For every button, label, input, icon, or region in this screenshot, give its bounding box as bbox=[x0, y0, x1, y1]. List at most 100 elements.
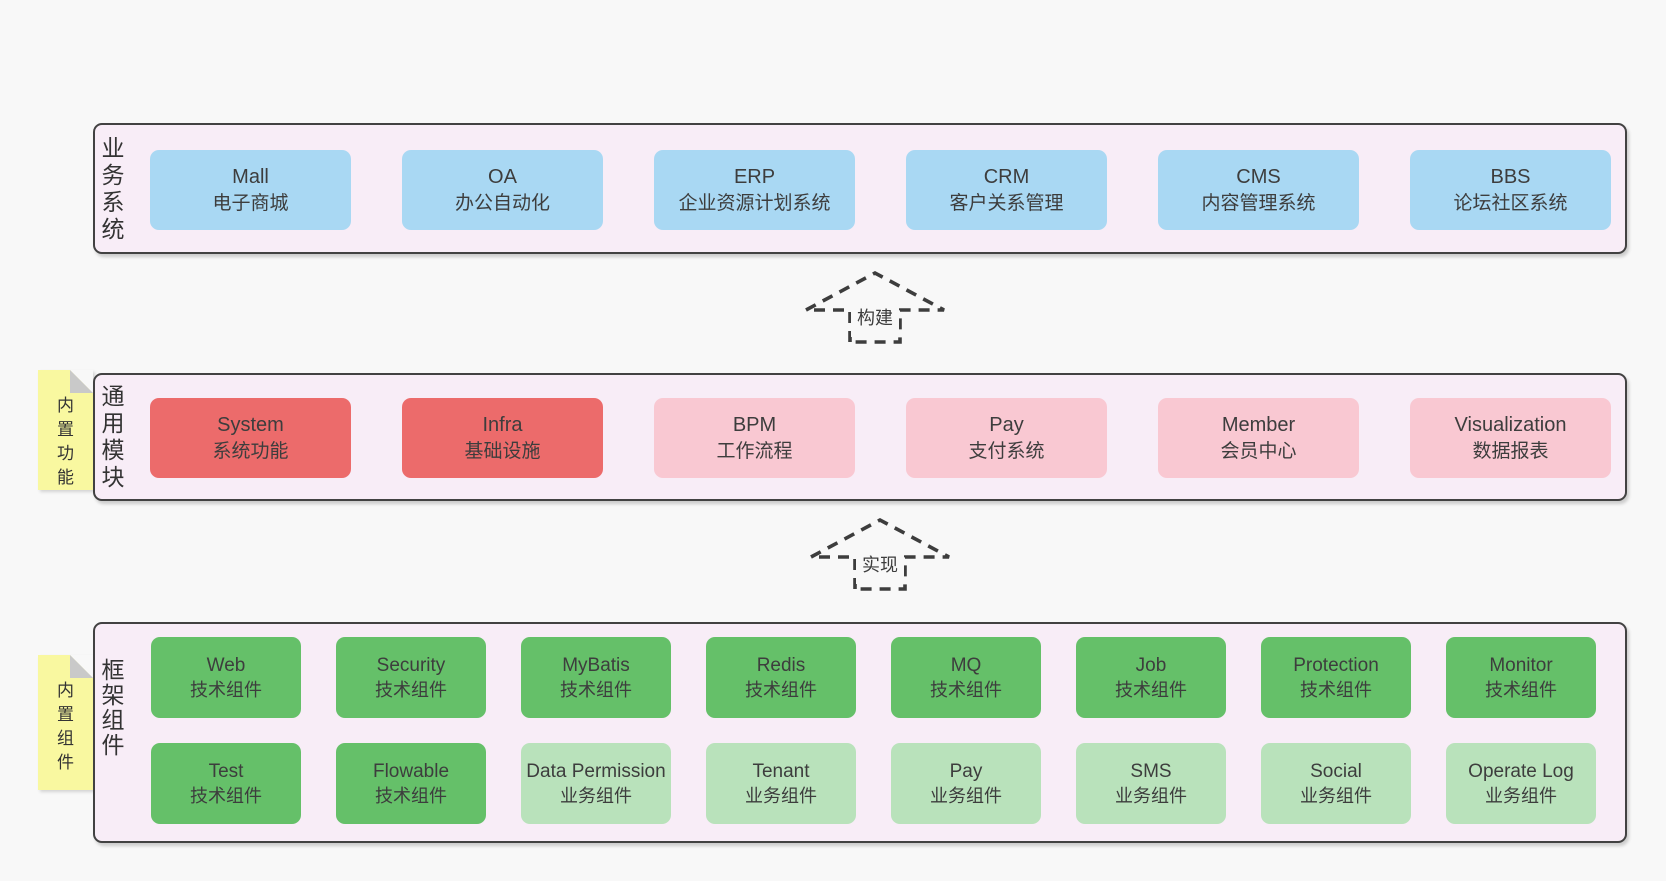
sticky-note-label: 内置组件 bbox=[57, 681, 74, 772]
node-title: Redis bbox=[756, 654, 806, 676]
component-node-security: Security 技术组件 bbox=[336, 637, 486, 718]
component-node-monitor: Monitor 技术组件 bbox=[1446, 637, 1596, 718]
common-modules-row: System 系统功能 Infra 基础设施 BPM 工作流程 Pay 支付系统 Member 会… bbox=[150, 398, 1611, 478]
node-subtitle: 技术组件 bbox=[375, 679, 447, 700]
module-node-bpm: BPM 工作流程 bbox=[654, 398, 855, 478]
node-title: Test bbox=[208, 760, 244, 782]
node-title: Tenant bbox=[752, 760, 810, 782]
node-title: Social bbox=[1310, 760, 1362, 782]
system-node-erp: ERP 企业资源计划系统 bbox=[654, 150, 855, 230]
implement-arrow-label: 实现 bbox=[862, 555, 898, 575]
component-node-protection: Protection 技术组件 bbox=[1261, 637, 1411, 718]
system-node-crm: CRM 客户关系管理 bbox=[906, 150, 1107, 230]
component-node-operate-log: Operate Log 业务组件 bbox=[1446, 743, 1596, 824]
node-title: Member bbox=[1221, 413, 1296, 436]
node-subtitle: 技术组件 bbox=[1485, 679, 1557, 700]
component-node-pay: Pay 业务组件 bbox=[891, 743, 1041, 824]
node-title: MyBatis bbox=[562, 654, 630, 676]
component-node-sms: SMS 业务组件 bbox=[1076, 743, 1226, 824]
component-node-test: Test 技术组件 bbox=[151, 743, 301, 824]
node-subtitle: 企业资源计划系统 bbox=[678, 192, 831, 214]
node-subtitle: 业务组件 bbox=[745, 785, 817, 806]
node-subtitle: 技术组件 bbox=[930, 679, 1002, 700]
layer-common-modules: 通用模块 System 系统功能 Infra 基础设施 BPM 工作流程 Pay 支付系统 Me… bbox=[93, 373, 1627, 501]
node-subtitle: 业务组件 bbox=[1115, 785, 1187, 806]
node-title: Job bbox=[1135, 654, 1167, 676]
folded-corner-icon bbox=[70, 370, 93, 393]
folded-corner-icon bbox=[70, 655, 93, 678]
node-subtitle: 工作流程 bbox=[716, 440, 793, 462]
node-title: CRM bbox=[983, 165, 1030, 188]
node-title: System bbox=[217, 413, 284, 436]
implement-arrow-icon: 实现 bbox=[810, 517, 950, 591]
business-systems-row: Mall 电子商城 OA 办公自动化 ERP 企业资源计划系统 CRM 客户关系管理 CMS 内容… bbox=[150, 150, 1611, 230]
system-node-bbs: BBS 论坛社区系统 bbox=[1410, 150, 1611, 230]
node-title: MQ bbox=[950, 654, 982, 676]
node-subtitle: 业务组件 bbox=[1485, 785, 1557, 806]
node-title: Web bbox=[206, 654, 246, 676]
node-title: ERP bbox=[733, 165, 776, 188]
node-subtitle: 客户关系管理 bbox=[949, 192, 1064, 214]
component-node-job: Job 技术组件 bbox=[1076, 637, 1226, 718]
node-title: Operate Log bbox=[1468, 760, 1574, 782]
module-node-pay: Pay 支付系统 bbox=[906, 398, 1107, 478]
node-title: BPM bbox=[732, 413, 777, 436]
component-node-tenant: Tenant 业务组件 bbox=[706, 743, 856, 824]
node-title: Flowable bbox=[372, 760, 450, 782]
node-subtitle: 技术组件 bbox=[1300, 679, 1372, 700]
node-title: Monitor bbox=[1489, 654, 1553, 676]
component-node-mq: MQ 技术组件 bbox=[891, 637, 1041, 718]
node-subtitle: 支付系统 bbox=[968, 440, 1045, 462]
node-subtitle: 基础设施 bbox=[464, 440, 541, 462]
node-subtitle: 技术组件 bbox=[375, 785, 447, 806]
node-title: Pay bbox=[989, 413, 1024, 436]
build-arrow-label: 构建 bbox=[857, 308, 893, 328]
node-title: Mall bbox=[232, 165, 269, 188]
node-subtitle: 电子商城 bbox=[212, 192, 289, 214]
module-node-system: System 系统功能 bbox=[150, 398, 351, 478]
sticky-note-builtin-components: 内置组件 bbox=[38, 655, 93, 790]
sticky-note-builtin-features: 内置功能 bbox=[38, 370, 93, 490]
node-subtitle: 内容管理系统 bbox=[1201, 192, 1316, 214]
node-subtitle: 业务组件 bbox=[1300, 785, 1372, 806]
component-node-web: Web 技术组件 bbox=[151, 637, 301, 718]
node-subtitle: 技术组件 bbox=[1115, 679, 1187, 700]
node-subtitle: 办公自动化 bbox=[454, 192, 550, 214]
layer-label: 通用模块 bbox=[101, 383, 125, 490]
layer-business-systems: 业务系统 Mall 电子商城 OA 办公自动化 ERP 企业资源计划系统 CRM 客户关系管理… bbox=[93, 123, 1627, 254]
component-node-flowable: Flowable 技术组件 bbox=[336, 743, 486, 824]
node-title: Pay bbox=[949, 760, 983, 782]
node-title: Data Permission bbox=[526, 760, 666, 782]
node-subtitle: 论坛社区系统 bbox=[1453, 192, 1568, 214]
build-arrow-icon: 构建 bbox=[805, 270, 945, 344]
node-subtitle: 技术组件 bbox=[560, 679, 632, 700]
sticky-note-label: 内置功能 bbox=[57, 396, 74, 487]
node-subtitle: 技术组件 bbox=[190, 679, 262, 700]
module-node-visualization: Visualization 数据报表 bbox=[1410, 398, 1611, 478]
node-subtitle: 业务组件 bbox=[930, 785, 1002, 806]
component-node-mybatis: MyBatis 技术组件 bbox=[521, 637, 671, 718]
node-title: BBS bbox=[1490, 165, 1531, 188]
node-subtitle: 会员中心 bbox=[1220, 440, 1297, 462]
node-title: Visualization bbox=[1454, 413, 1567, 436]
layer-label: 框架组件 bbox=[101, 657, 125, 758]
system-node-oa: OA 办公自动化 bbox=[402, 150, 603, 230]
system-node-mall: Mall 电子商城 bbox=[150, 150, 351, 230]
node-title: Infra bbox=[482, 413, 523, 436]
node-subtitle: 数据报表 bbox=[1472, 440, 1549, 462]
node-title: Protection bbox=[1293, 654, 1379, 676]
node-subtitle: 系统功能 bbox=[212, 440, 289, 462]
node-title: Security bbox=[376, 654, 446, 676]
node-title: CMS bbox=[1236, 165, 1281, 188]
node-subtitle: 技术组件 bbox=[190, 785, 262, 806]
node-title: SMS bbox=[1130, 760, 1172, 782]
system-node-cms: CMS 内容管理系统 bbox=[1158, 150, 1359, 230]
layer-label: 业务系统 bbox=[101, 134, 125, 242]
module-node-infra: Infra 基础设施 bbox=[402, 398, 603, 478]
node-title: OA bbox=[488, 165, 517, 188]
